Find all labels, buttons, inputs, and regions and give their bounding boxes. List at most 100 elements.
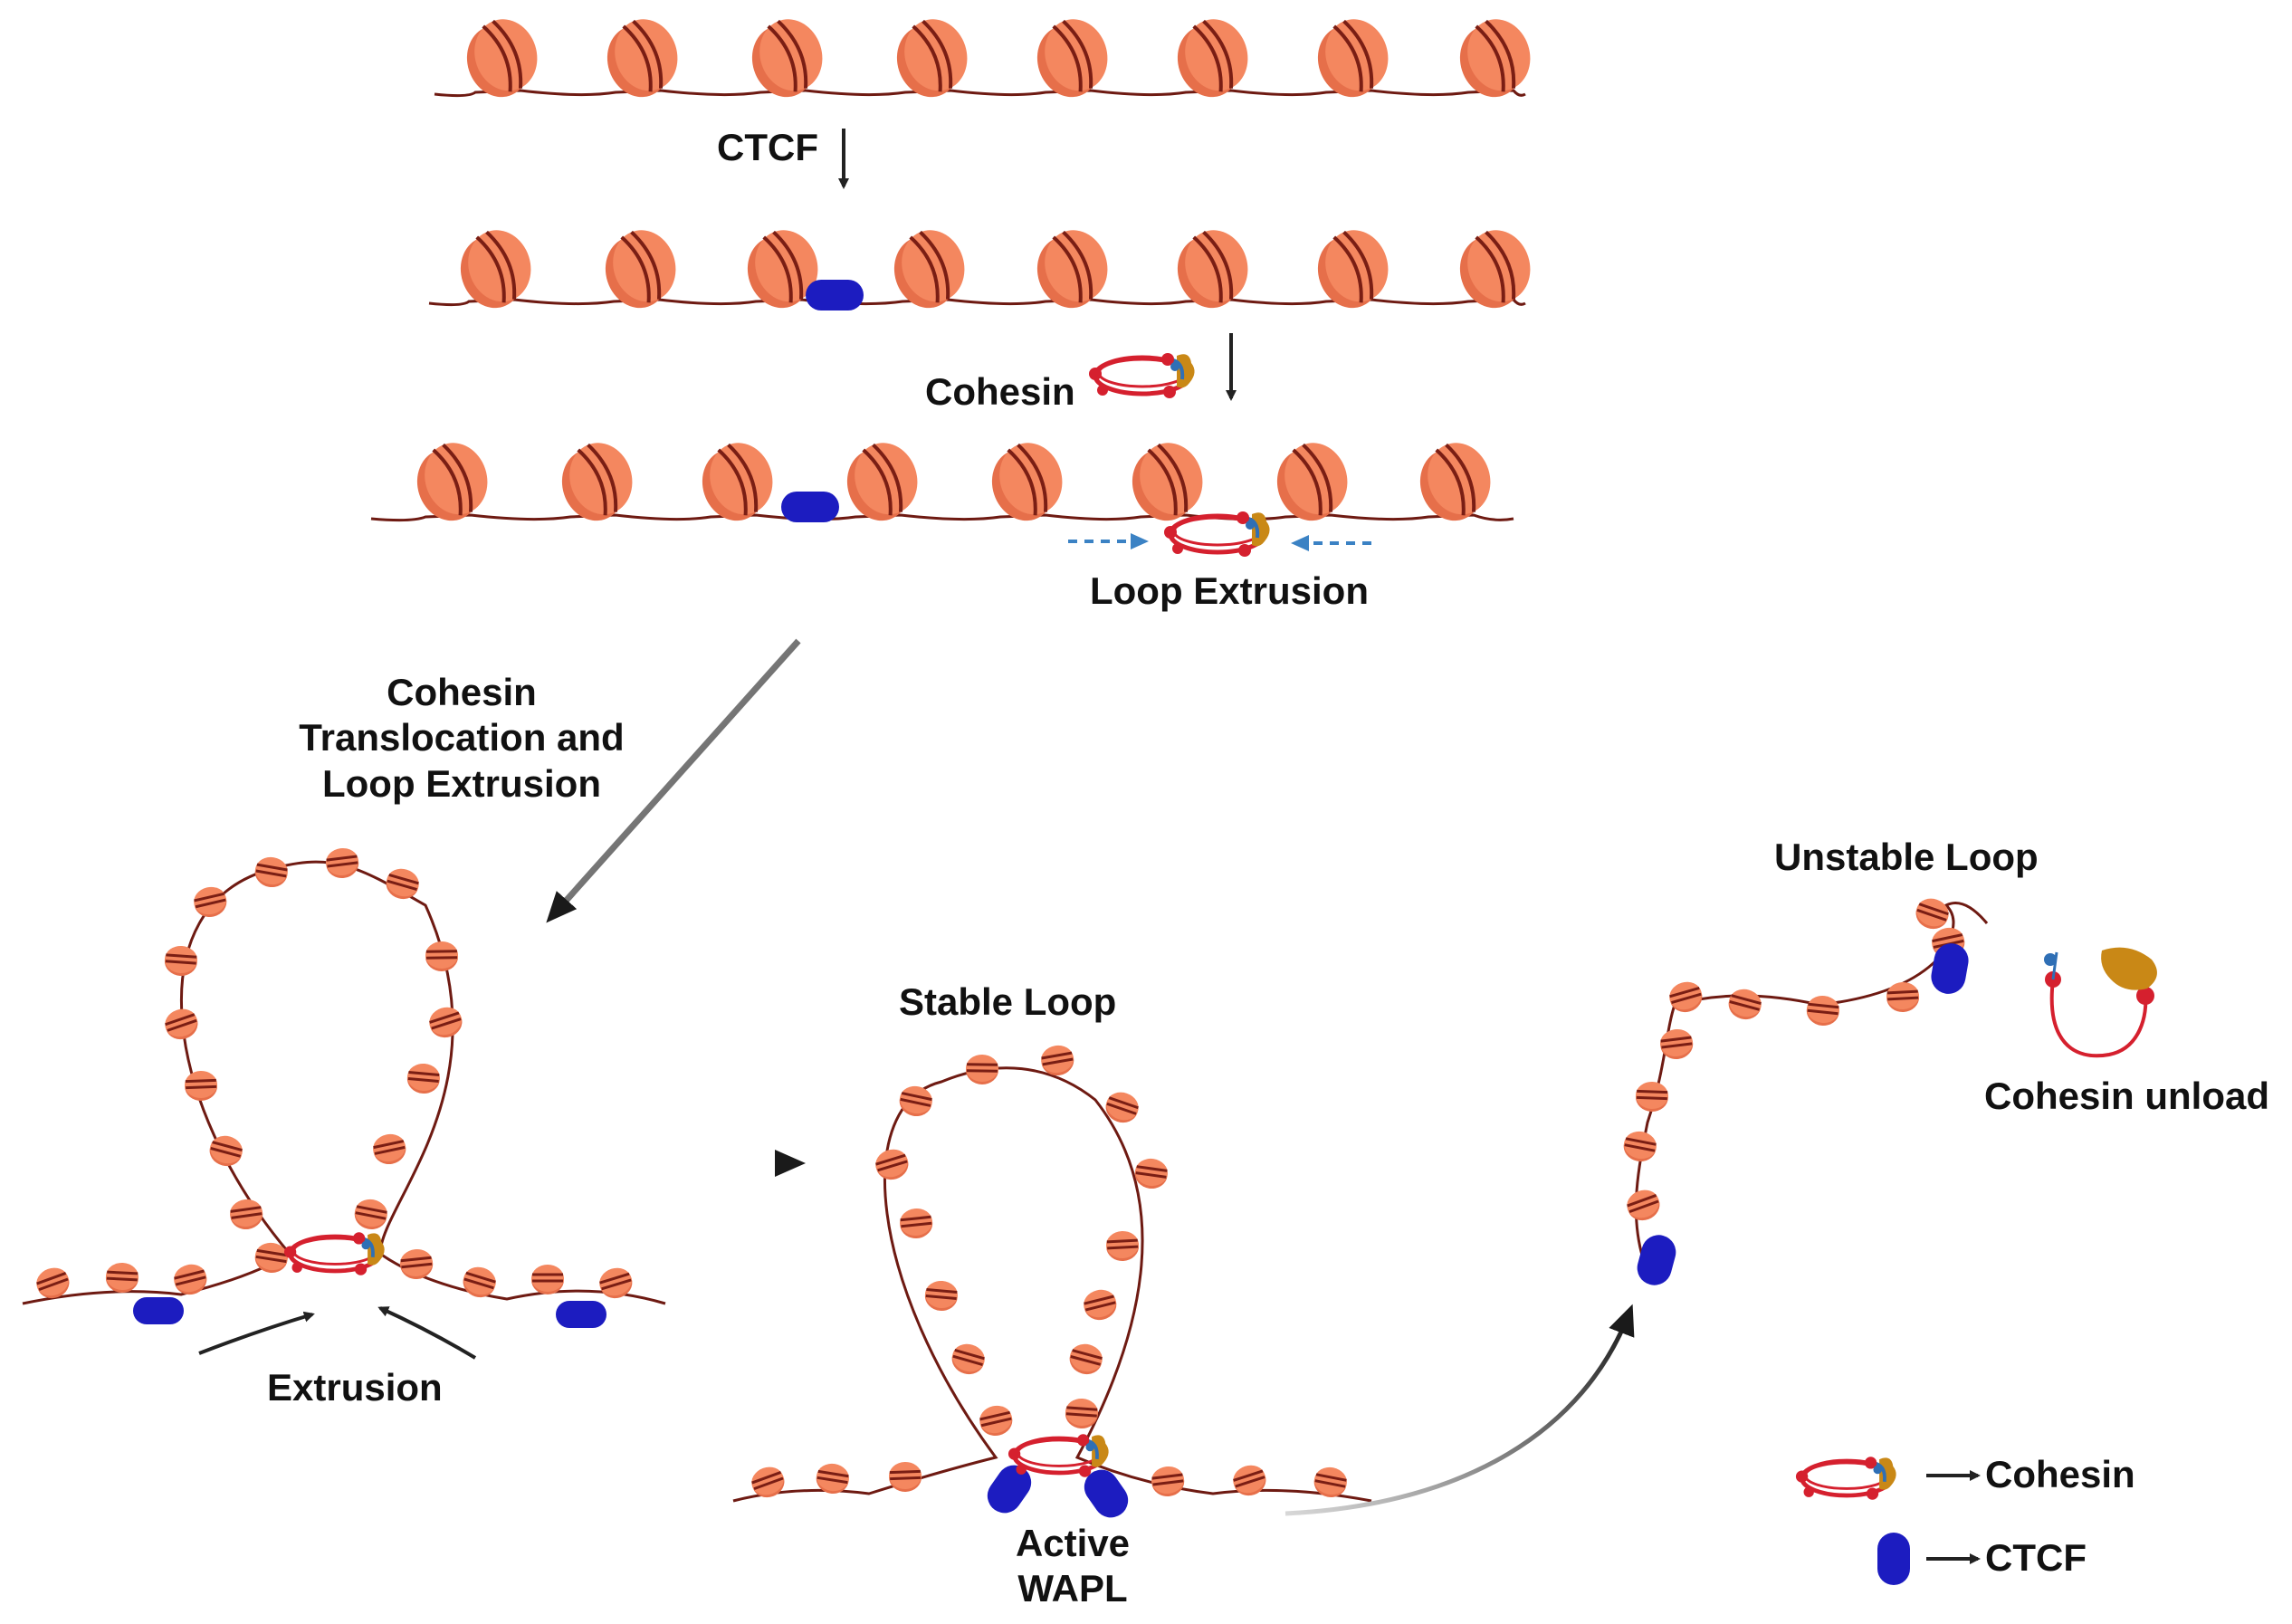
nucleosome	[254, 856, 288, 888]
nucleosome	[965, 1054, 998, 1085]
translocation-line-2: Translocation and	[299, 716, 625, 759]
ctcf-protein	[133, 1297, 184, 1324]
nucleosome	[702, 443, 773, 521]
nucleosome	[979, 1405, 1013, 1437]
nucleosome	[209, 1135, 243, 1167]
nucleosome	[1132, 443, 1203, 521]
ctcf-protein	[556, 1301, 606, 1328]
nucleosome	[991, 443, 1063, 521]
cohesin-complex	[1795, 1457, 1896, 1500]
nucleosome	[1151, 1466, 1185, 1497]
nucleosome	[416, 443, 488, 521]
nucleosome	[1728, 989, 1762, 1020]
nucleosome	[460, 230, 531, 309]
nucleosome	[165, 1008, 198, 1040]
unstable-loop-arrow	[1284, 1304, 1635, 1516]
nucleosome	[899, 1085, 932, 1117]
nucleosomes	[36, 19, 1965, 1498]
nucleosome	[1105, 1092, 1139, 1123]
dna-strand	[732, 1066, 1372, 1503]
nucleosome	[406, 1063, 440, 1094]
nucleosome	[951, 1343, 985, 1375]
loop-extrusion-label: Loop Extrusion	[1090, 569, 1369, 612]
nucleosome	[1065, 1398, 1098, 1429]
nucleosome	[1623, 1131, 1657, 1162]
nucleosome	[875, 1149, 909, 1180]
nucleosome	[425, 941, 459, 972]
nucleosome	[900, 1208, 933, 1239]
nucleosome	[1134, 1158, 1168, 1189]
cohesin-step-label: Cohesin	[925, 370, 1075, 413]
nucleosome	[1177, 19, 1248, 98]
nucleosome	[889, 1461, 922, 1493]
nucleosome	[747, 230, 818, 309]
dna-strand	[370, 513, 1514, 522]
nucleosome	[230, 1199, 263, 1230]
nucleosome	[254, 1242, 288, 1274]
nucleosome	[463, 1266, 496, 1298]
nucleosome	[816, 1463, 849, 1495]
unstable-loop-label: Unstable Loop	[1774, 836, 2039, 878]
ctcf-protein	[1931, 943, 1969, 994]
ctcf-step-label: CTCF	[717, 126, 818, 168]
nucleosome	[466, 19, 538, 98]
nucleosome	[1041, 1045, 1074, 1076]
process-arrows	[198, 129, 1981, 1564]
extrusion-arrow-left	[198, 1311, 315, 1355]
dna-strand	[1634, 902, 1989, 1259]
nucleosome	[896, 19, 968, 98]
ctcf-protein	[781, 492, 839, 522]
nucleosome	[1276, 443, 1348, 521]
nucleosome	[429, 1007, 463, 1038]
nucleosome	[194, 886, 227, 918]
dna-strands	[22, 89, 1989, 1503]
nucleosome	[326, 847, 359, 879]
nucleosome	[599, 1267, 633, 1299]
legend-cohesin-label: Cohesin	[1985, 1453, 2135, 1495]
nucleosome	[1886, 981, 1920, 1013]
nucleosome	[1627, 1189, 1660, 1221]
active-wapl-label: Active WAPL	[982, 1521, 1163, 1612]
cohesin-complex	[283, 1232, 385, 1275]
nucleosome	[531, 1265, 564, 1294]
cohesin-unload-label: Cohesin unload	[1984, 1075, 2269, 1117]
nucleosome	[1036, 230, 1108, 309]
translocation-line-3: Loop Extrusion	[322, 761, 601, 805]
nucleosome	[606, 19, 678, 98]
nucleosome	[1459, 19, 1531, 98]
nucleosome	[1177, 230, 1248, 309]
dna-strand	[434, 89, 1526, 98]
nucleosome	[751, 1466, 785, 1498]
nucleosome	[1069, 1343, 1103, 1375]
nucleosome	[36, 1267, 70, 1299]
ctcf-protein	[1084, 1469, 1129, 1518]
cohesin-complexes	[283, 353, 2157, 1500]
cohesin-complex	[1164, 511, 1270, 557]
nucleosome	[751, 19, 823, 98]
cohesin-complex	[1008, 1434, 1109, 1477]
nucleosome	[1669, 981, 1703, 1013]
nucleosome	[605, 230, 676, 309]
nucleosome	[1317, 19, 1389, 98]
translocation-arrow	[546, 638, 801, 923]
nucleosome	[164, 945, 197, 977]
nucleosome	[924, 1280, 958, 1312]
dna-strand	[428, 298, 1526, 307]
nucleosome	[561, 443, 633, 521]
nucleosome	[1036, 19, 1108, 98]
ctcf-protein	[1637, 1235, 1676, 1285]
nucleosome	[354, 1199, 387, 1230]
nucleosome	[185, 1070, 218, 1102]
nucleosome	[1635, 1081, 1668, 1113]
nucleosome	[386, 868, 419, 900]
nucleosome	[1806, 995, 1839, 1027]
nucleosome	[174, 1264, 207, 1295]
nucleosome	[1419, 443, 1491, 521]
translocation-label: Cohesin Translocation and Loop Extrusion	[272, 670, 652, 807]
cohesin-unload-ring	[2044, 947, 2157, 1058]
legend-ctcf-label: CTCF	[1985, 1536, 2087, 1579]
extrusion-label: Extrusion	[267, 1366, 443, 1409]
nucleosome	[893, 230, 965, 309]
nucleosome	[846, 443, 918, 521]
